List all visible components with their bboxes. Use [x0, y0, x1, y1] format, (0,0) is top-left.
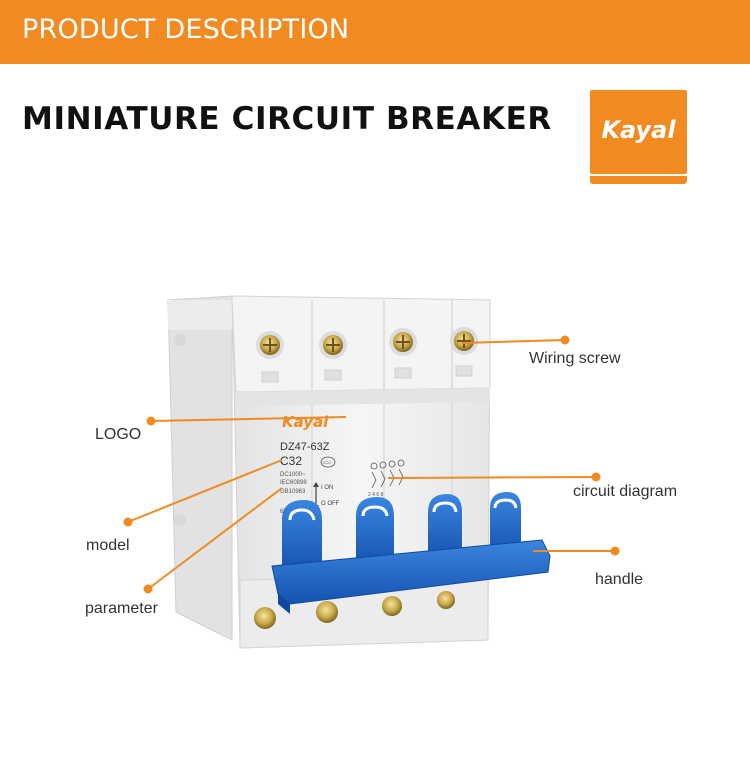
- wiring-screw-top-4: [450, 327, 478, 355]
- wiring-screw-bottom: [254, 591, 455, 629]
- product-rating-text: C32: [280, 454, 302, 468]
- callout-circuit-diagram: circuit diagram: [573, 483, 678, 500]
- handle-bar: [271, 539, 551, 614]
- wiring-screw-top-1: [256, 331, 284, 359]
- circuit-diagram-symbol: [370, 459, 405, 489]
- product-standard-3: GB10963: [280, 489, 306, 495]
- product-on-label: I ON: [321, 485, 333, 491]
- product-standard-2: IEC60898: [280, 480, 307, 486]
- brand-logo-strip: [590, 176, 687, 184]
- ccc-cert-text: CCC: [323, 460, 332, 465]
- wiring-screw-top-2: [319, 331, 347, 359]
- brand-logo: Kayal: [590, 90, 687, 174]
- circuit-diagram-numbers: 2 4 6 8: [368, 492, 384, 498]
- product-model-text: DZ47-63Z: [280, 441, 330, 453]
- product-logo-text: Kayal: [282, 413, 329, 431]
- header-band: PRODUCT DESCRIPTION: [0, 0, 750, 64]
- handle-toggles: [282, 492, 521, 572]
- callout-parameter: parameter: [85, 600, 158, 617]
- callout-model: model: [86, 537, 130, 554]
- product-off-label: O OFF: [321, 501, 340, 507]
- header-title: PRODUCT DESCRIPTION: [22, 14, 350, 45]
- ccc-cert-icon: CCC: [320, 456, 336, 468]
- callout-handle: handle: [595, 571, 644, 588]
- brand-logo-text: Kayal: [601, 116, 676, 144]
- wiring-screw-top-3: [389, 328, 417, 356]
- callout-logo: LOGO: [95, 426, 142, 443]
- callout-wiring-screw: Wiring screw: [529, 350, 621, 367]
- callout-lines: [127, 339, 615, 590]
- page-title: MINIATURE CIRCUIT BREAKER: [22, 101, 552, 137]
- product-standard-1: DC1000~: [280, 472, 306, 478]
- callout-dots: [123, 335, 620, 594]
